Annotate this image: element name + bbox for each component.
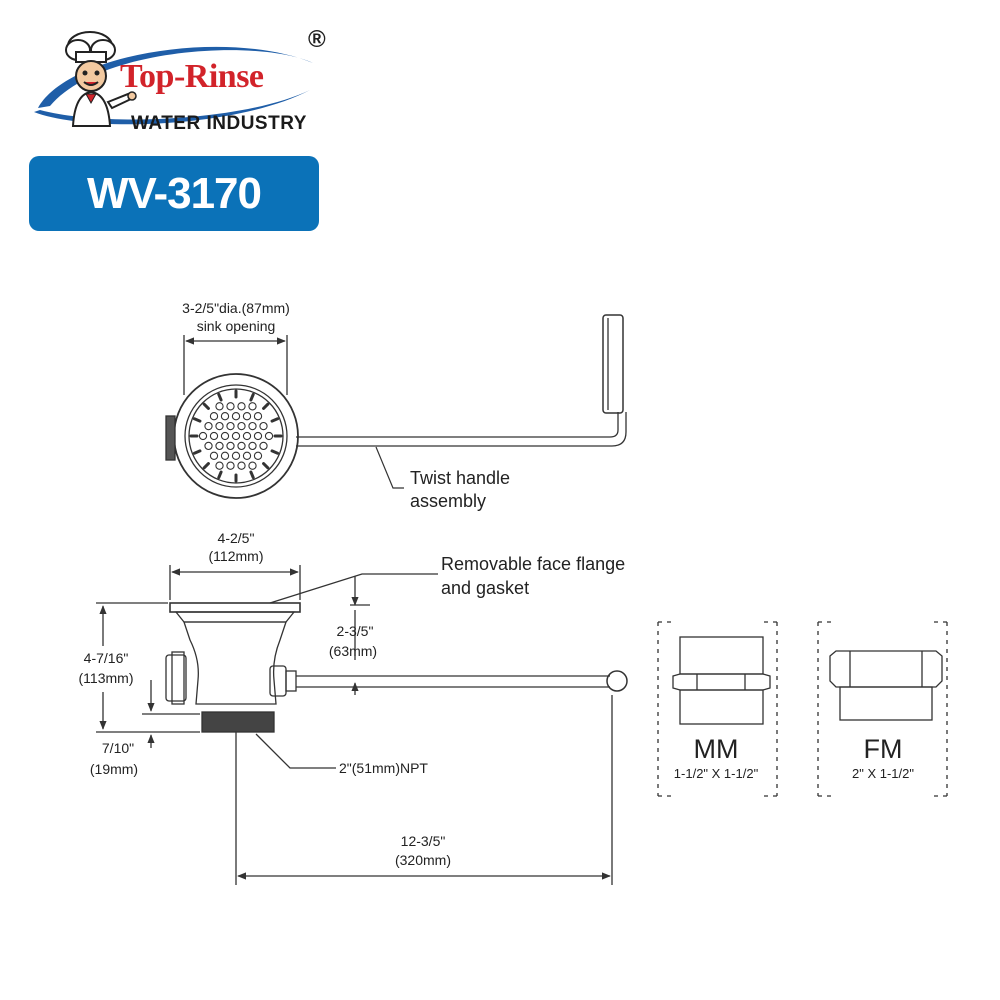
- flange-width-line1: 4-2/5": [218, 530, 255, 546]
- strainer-hole: [209, 431, 219, 441]
- strainer-hole: [209, 451, 219, 460]
- strainer-hole: [220, 431, 230, 441]
- thread-height-line2: (19mm): [90, 761, 138, 777]
- opening-dim-line2: sink opening: [197, 318, 276, 334]
- strainer-hole: [231, 412, 241, 421]
- strainer-hole: [198, 431, 208, 441]
- flange-label-line1: Removable face flange: [441, 554, 625, 574]
- strainer-hole: [231, 431, 241, 441]
- strainer-hole: [242, 431, 252, 441]
- flange-label-line2: and gasket: [441, 578, 529, 598]
- strainer-hole: [259, 441, 268, 451]
- model-code: WV-3170: [87, 169, 262, 218]
- strainer-slot: [202, 402, 210, 410]
- opening-dim-line1: 3-2/5"dia.(87mm): [182, 300, 290, 316]
- registered-mark: ®: [308, 26, 326, 53]
- strainer-slot: [262, 462, 270, 470]
- side-view: [96, 565, 628, 885]
- strainer-slot: [249, 392, 255, 402]
- flange-width-line2: (112mm): [209, 548, 264, 564]
- strainer-hole: [242, 412, 252, 421]
- top-view: [165, 314, 627, 499]
- body-height-line1: 4-7/16": [84, 650, 129, 666]
- strainer-hole: [226, 441, 235, 451]
- strainer-hole: [248, 441, 257, 451]
- handle-height-line2: (63mm): [329, 643, 377, 659]
- strainer-hole: [237, 461, 246, 470]
- adapter-mm-code: MM: [694, 734, 739, 764]
- strainer-hole: [220, 412, 230, 421]
- adapter-fm-size: 2" X 1-1/2": [852, 766, 914, 781]
- thread-label: 2"(51mm)NPT: [339, 760, 428, 776]
- adapter-fm-drawing: [817, 621, 948, 797]
- strainer-holes: [189, 389, 283, 483]
- model-badge: WV-3170: [29, 156, 319, 231]
- strainer-hole: [231, 451, 241, 460]
- handle-length-line1: 12-3/5": [401, 833, 446, 849]
- strainer-hole: [237, 441, 246, 451]
- strainer-hole: [215, 402, 224, 411]
- adapter-mm-size: 1-1/2" X 1-1/2": [674, 766, 759, 781]
- strainer-hole: [264, 431, 274, 441]
- strainer-hole: [209, 412, 219, 421]
- strainer-slot: [270, 449, 280, 455]
- strainer-hole: [226, 421, 235, 431]
- strainer-hole: [242, 451, 252, 460]
- strainer-hole: [237, 421, 246, 431]
- strainer-slot: [249, 470, 255, 480]
- strainer-hole: [204, 421, 213, 431]
- strainer-hole: [204, 441, 213, 451]
- strainer-slot: [192, 417, 202, 423]
- strainer-hole: [226, 461, 235, 470]
- strainer-slot: [217, 470, 223, 480]
- thread-height-line1: 7/10": [102, 740, 134, 756]
- strainer-hole: [248, 402, 257, 411]
- strainer-hole: [253, 412, 263, 421]
- handle-height-line1: 2-3/5": [337, 623, 374, 639]
- handle-length-line2: (320mm): [395, 852, 451, 868]
- strainer-slot: [202, 462, 210, 470]
- strainer-hole: [215, 441, 224, 451]
- strainer-slot: [270, 417, 280, 423]
- handle-label-line2: assembly: [410, 491, 486, 511]
- strainer-hole: [237, 402, 246, 411]
- strainer-slot: [262, 402, 270, 410]
- strainer-hole: [215, 421, 224, 431]
- brand-subtitle: WATER INDUSTRY: [131, 113, 307, 134]
- strainer-slot: [192, 449, 202, 455]
- body-height-line2: (113mm): [79, 670, 134, 686]
- strainer-hole: [248, 421, 257, 431]
- handle-label-line1: Twist handle: [410, 468, 510, 488]
- strainer-hole: [259, 421, 268, 431]
- strainer-hole: [253, 451, 263, 460]
- strainer-slot: [217, 392, 223, 402]
- chef-mascot-icon: [34, 31, 313, 127]
- adapter-mm-drawing: [657, 621, 778, 797]
- strainer-hole: [215, 461, 224, 470]
- adapter-fm-code: FM: [864, 734, 903, 764]
- strainer-hole: [220, 451, 230, 460]
- strainer-hole: [226, 402, 235, 411]
- brand-name: Top-Rinse: [120, 58, 264, 95]
- strainer-hole: [253, 431, 263, 441]
- strainer-hole: [248, 461, 257, 470]
